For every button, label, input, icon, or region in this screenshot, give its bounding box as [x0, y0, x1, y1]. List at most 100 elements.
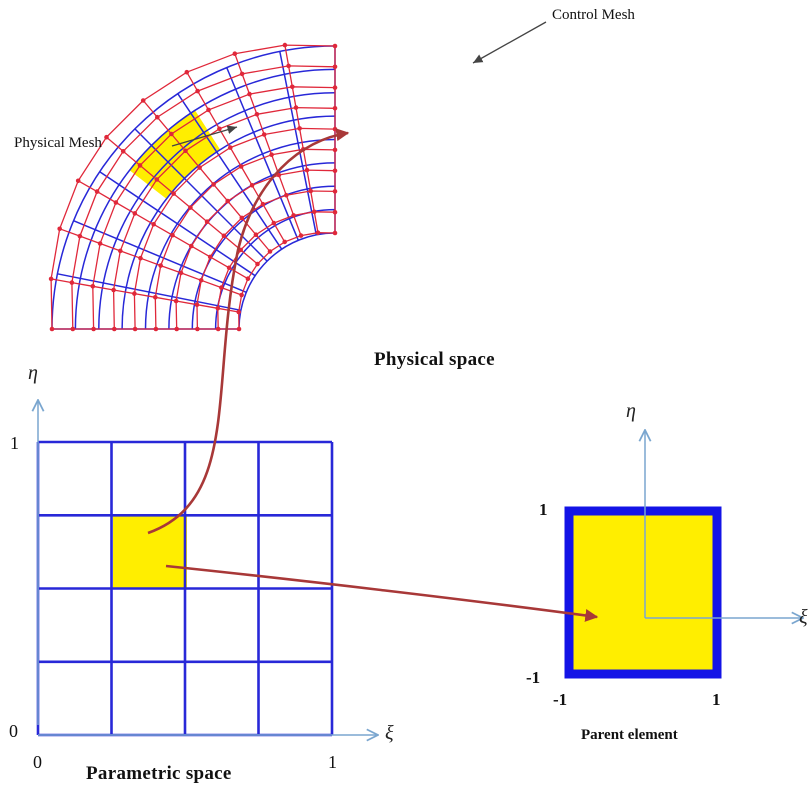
- control-point: [197, 165, 202, 170]
- physical-mesh-radial: [73, 220, 247, 293]
- control-mesh-curve: [92, 86, 336, 330]
- physical-mesh-radial: [279, 51, 318, 235]
- parent-tick-eta-bottom: -1: [526, 668, 541, 687]
- parent-tick-xi-left: -1: [553, 690, 568, 709]
- control-point: [332, 43, 338, 49]
- control-mesh-curve: [196, 190, 336, 330]
- control-point: [91, 326, 96, 332]
- control-point: [113, 200, 119, 205]
- parent-element: [564, 430, 803, 679]
- control-point: [97, 241, 103, 246]
- control-point: [90, 284, 96, 289]
- control-point: [249, 183, 255, 188]
- control-mesh-line: [77, 180, 249, 280]
- control-point: [219, 285, 224, 290]
- control-point: [188, 205, 193, 210]
- control-point: [198, 278, 204, 283]
- control-point: [260, 201, 266, 207]
- control-point: [282, 42, 288, 48]
- control-point: [239, 71, 245, 77]
- parametric-grid: [36, 440, 334, 737]
- control-point: [57, 226, 62, 232]
- control-mesh-curve: [217, 211, 336, 330]
- control-point: [132, 326, 138, 332]
- highlighted-parametric-element: [113, 515, 187, 588]
- control-mesh-line: [50, 278, 239, 313]
- control-mesh-curve: [175, 169, 336, 330]
- control-point: [104, 134, 109, 140]
- control-point: [183, 148, 188, 154]
- control-mesh-lines: [50, 44, 336, 330]
- control-point: [236, 326, 242, 332]
- control-point: [151, 222, 156, 227]
- parametric-tick-eta-one: 1: [10, 433, 19, 453]
- control-point: [207, 254, 213, 260]
- control-point: [297, 126, 302, 131]
- control-point: [245, 276, 251, 282]
- mapping-arrow-to-physical: [147, 128, 350, 535]
- parent-tick-eta-top: 1: [539, 500, 548, 519]
- parametric-tick-origin: 0: [9, 721, 18, 741]
- control-point: [255, 261, 260, 267]
- control-mesh-curve: [154, 148, 336, 330]
- control-mesh-curve: [50, 44, 336, 330]
- control-mesh-curve: [238, 232, 336, 330]
- control-point: [211, 182, 216, 187]
- control-point: [239, 292, 244, 298]
- control-point: [332, 209, 338, 215]
- parent-element-caption: Parent element: [581, 727, 678, 743]
- control-point: [49, 326, 55, 332]
- control-mesh-pointer: [472, 21, 547, 64]
- control-mesh-line: [59, 228, 242, 296]
- control-point: [293, 105, 299, 110]
- control-point: [332, 85, 338, 90]
- control-point: [226, 265, 232, 271]
- physical-mesh-arc: [51, 45, 336, 330]
- parent-element-square: [564, 506, 722, 679]
- control-point: [312, 209, 317, 215]
- control-mesh-line: [234, 53, 302, 236]
- physical-mesh-radial: [226, 67, 299, 241]
- control-point: [94, 189, 100, 194]
- control-point: [267, 249, 273, 254]
- control-mesh-line: [284, 44, 319, 233]
- control-point: [332, 147, 338, 153]
- control-point: [298, 233, 304, 238]
- control-point: [332, 126, 338, 132]
- physical-mesh-radial: [99, 171, 256, 277]
- control-point: [178, 270, 184, 276]
- mapping-arrow-to-parent: [165, 564, 599, 622]
- physical-mesh-radial: [177, 93, 283, 250]
- parent-tick-xi-right: 1: [712, 690, 721, 709]
- control-point: [48, 276, 54, 282]
- physical-mesh-pointer: [171, 125, 238, 147]
- control-point: [332, 168, 338, 173]
- physical-mesh-radial: [57, 273, 241, 312]
- control-point: [75, 178, 81, 184]
- control-mesh-curve: [133, 127, 336, 330]
- control-point: [69, 280, 75, 285]
- control-point: [132, 291, 137, 296]
- control-point: [158, 263, 163, 268]
- control-point: [153, 295, 158, 300]
- control-point: [290, 84, 295, 90]
- physical-space-mesh: [48, 42, 338, 332]
- control-point: [174, 326, 179, 332]
- control-point: [70, 326, 76, 332]
- control-point: [282, 239, 288, 245]
- control-mesh-line: [106, 136, 258, 265]
- control-point: [204, 219, 210, 224]
- control-point: [221, 233, 227, 239]
- control-point: [308, 188, 314, 194]
- control-mesh-line: [142, 100, 271, 252]
- parametric-space: [38, 400, 378, 735]
- control-point: [153, 326, 159, 332]
- control-point: [332, 189, 338, 194]
- control-point: [194, 302, 200, 308]
- parent-xi-label: ξ: [799, 606, 808, 628]
- control-point: [132, 211, 138, 216]
- control-point: [217, 126, 222, 132]
- control-point: [269, 152, 274, 157]
- control-point: [184, 69, 190, 75]
